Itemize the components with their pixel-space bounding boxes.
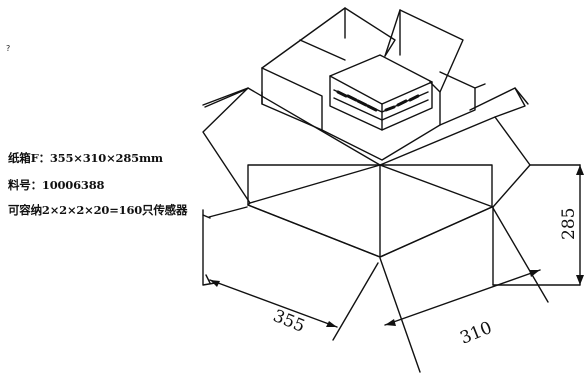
back-right-flap (469, 87, 526, 118)
dim-355-line (209, 279, 338, 328)
right-flap (379, 116, 531, 208)
dim-355-extension-left (202, 206, 248, 219)
carton-bottom-edges (247, 204, 493, 258)
carton-side-face (379, 164, 493, 258)
carton-front-face (247, 164, 381, 258)
open-lid-panel (384, 9, 464, 93)
stray-mark: ? (6, 44, 11, 53)
back-left-flap (202, 87, 249, 106)
dimension-height-label: 285 (559, 208, 579, 240)
part-number-label: 料号：10006388 (8, 178, 105, 192)
dim-310-line (384, 269, 541, 326)
carton-spec-label: 纸箱F：355×310×285mm (8, 151, 163, 165)
capacity-label: 可容纳2×2×2×20=160只传感器 (8, 203, 188, 217)
inner-box-right (439, 71, 476, 126)
dimension-length-label: 355 (270, 306, 308, 337)
dimension-width-label: 310 (457, 318, 495, 349)
sensor-tray (333, 89, 429, 113)
inner-box-top (261, 7, 396, 69)
